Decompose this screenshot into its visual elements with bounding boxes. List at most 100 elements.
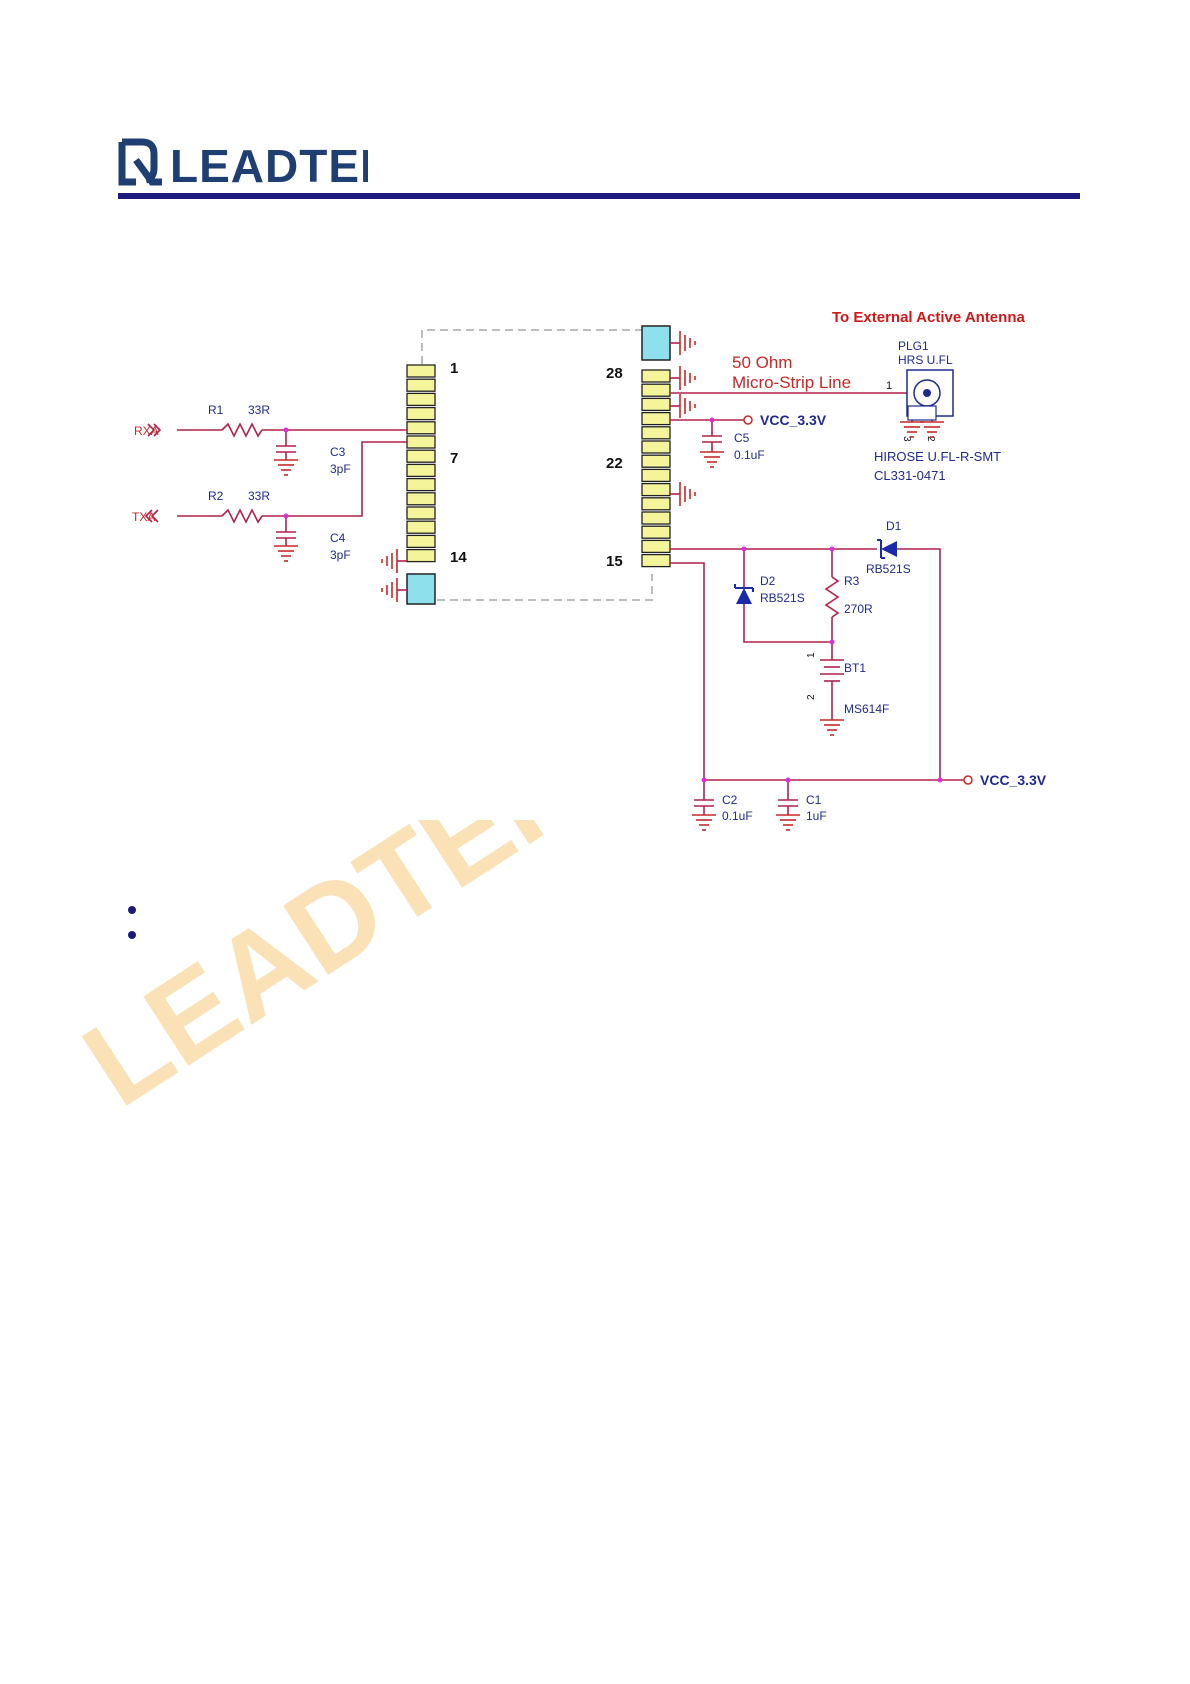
ground-icon — [382, 578, 397, 602]
plg1-gnd-pin-3: 3 — [901, 436, 912, 442]
module-outline-top — [422, 330, 652, 364]
watermark-text: LEADTEK — [80, 820, 600, 1120]
left-pin-pad — [407, 493, 435, 505]
ground-icon — [680, 366, 695, 390]
right-pin-pad — [642, 370, 670, 382]
header-rule — [118, 193, 1080, 199]
c3-ref: C3 — [330, 445, 346, 459]
right-pin-pad — [642, 526, 670, 538]
right-pin-pad — [642, 540, 670, 552]
right-pin-pad — [642, 498, 670, 510]
r2-ref: R2 — [208, 489, 224, 503]
left-pin-header — [407, 365, 435, 562]
left-pin-pad — [407, 436, 435, 448]
left-pin-pad — [407, 450, 435, 462]
right-pin-pad — [642, 484, 670, 496]
bullet-marker — [128, 906, 136, 914]
bullet-list — [128, 906, 136, 956]
ufl-connector-icon — [907, 370, 953, 420]
ground-icon — [680, 331, 695, 355]
antenna-title: To External Active Antenna — [832, 309, 1025, 326]
watermark: LEADTEK — [80, 820, 600, 1120]
r3-value: 270R — [844, 602, 873, 616]
pin-label-22: 22 — [606, 455, 623, 472]
right-pin-pad — [642, 413, 670, 425]
left-pin-pad — [407, 521, 435, 533]
bt1-pin-2: 2 — [806, 694, 817, 700]
c4-ref: C4 — [330, 531, 346, 545]
left-pin-pad — [407, 535, 435, 547]
c4-value: 3pF — [330, 548, 351, 562]
right-pin-pad — [642, 384, 670, 396]
plg1-gnd-pin-2: 2 — [925, 436, 936, 442]
bt1-value: MS614F — [844, 702, 889, 716]
net-label-vcc-bottom: VCC_3.3V — [980, 772, 1047, 788]
ground-icon — [382, 549, 397, 573]
r2-value: 33R — [248, 489, 270, 503]
left-pin-pad — [407, 422, 435, 434]
left-pin-pad — [407, 365, 435, 377]
r3-ref: R3 — [844, 574, 860, 588]
ground-icon — [680, 482, 695, 506]
net-label-txa: TXA — [132, 510, 155, 524]
hirose-code: CL331-0471 — [874, 468, 946, 483]
right-pin-pad — [642, 512, 670, 524]
ground-icon — [274, 460, 298, 475]
diode-d2-icon — [735, 584, 753, 604]
c1-value: 1uF — [806, 809, 827, 823]
pin-label-14: 14 — [450, 549, 467, 566]
c5-value: 0.1uF — [734, 448, 765, 462]
left-pin-pad — [407, 408, 435, 420]
ground-icon — [700, 452, 724, 467]
microstrip-label-line2: Micro-Strip Line — [732, 373, 851, 392]
vcc-port-icon — [744, 416, 752, 424]
microstrip-label-line1: 50 Ohm — [732, 353, 792, 372]
right-pin-pad — [642, 455, 670, 467]
ground-icon — [900, 422, 924, 437]
right-pin-pad — [642, 441, 670, 453]
left-pin-pad — [407, 550, 435, 562]
leadtek-logo: LEADTEK — [118, 138, 368, 190]
bt1-pin-1: 1 — [806, 652, 817, 658]
plg1-pin: 1 — [886, 380, 892, 392]
shield-pad-top — [642, 326, 670, 360]
ground-icon — [920, 422, 944, 437]
hirose-part: HIROSE U.FL-R-SMT — [874, 449, 1001, 464]
net-label-rxa: RXA — [134, 424, 159, 438]
ground-icon — [820, 720, 844, 735]
net-label-vcc-top: VCC_3.3V — [760, 412, 827, 428]
r1-value: 33R — [248, 403, 270, 417]
ground-icon — [692, 815, 716, 830]
r1-ref: R1 — [208, 403, 224, 417]
right-pin-pad — [642, 398, 670, 410]
c3-value: 3pF — [330, 462, 351, 476]
ground-icon — [680, 394, 695, 418]
vcc-port-icon — [964, 776, 972, 784]
pin-label-15: 15 — [606, 553, 623, 570]
d1-ref: D1 — [886, 519, 902, 533]
left-pin-pad — [407, 379, 435, 391]
pin-label-28: 28 — [606, 365, 623, 382]
c5-ref: C5 — [734, 431, 750, 445]
d2-ref: D2 — [760, 574, 776, 588]
d1-value: RB521S — [866, 562, 911, 576]
schematic: 1 7 14 28 22 15 RXA TXA R1 33R R2 33R C3… — [132, 300, 1062, 845]
left-pin-pad — [407, 479, 435, 491]
ground-icon — [274, 546, 298, 561]
right-pin-pad — [642, 427, 670, 439]
pin-label-7: 7 — [450, 450, 458, 467]
left-pin-pad — [407, 507, 435, 519]
pin-label-1: 1 — [450, 360, 458, 377]
diode-d1-icon — [877, 540, 897, 558]
brand-name: LEADTEK — [170, 140, 368, 190]
c2-ref: C2 — [722, 793, 738, 807]
logo-mark-icon — [122, 142, 162, 182]
c2-value: 0.1uF — [722, 809, 753, 823]
module-outline-bottom — [437, 574, 652, 600]
plg1-ref: PLG1 — [898, 339, 929, 353]
backup-power-wiring — [670, 549, 964, 815]
bt1-ref: BT1 — [844, 661, 866, 675]
right-pin-header — [642, 370, 670, 567]
d2-value: RB521S — [760, 591, 805, 605]
ground-icon — [776, 815, 800, 830]
